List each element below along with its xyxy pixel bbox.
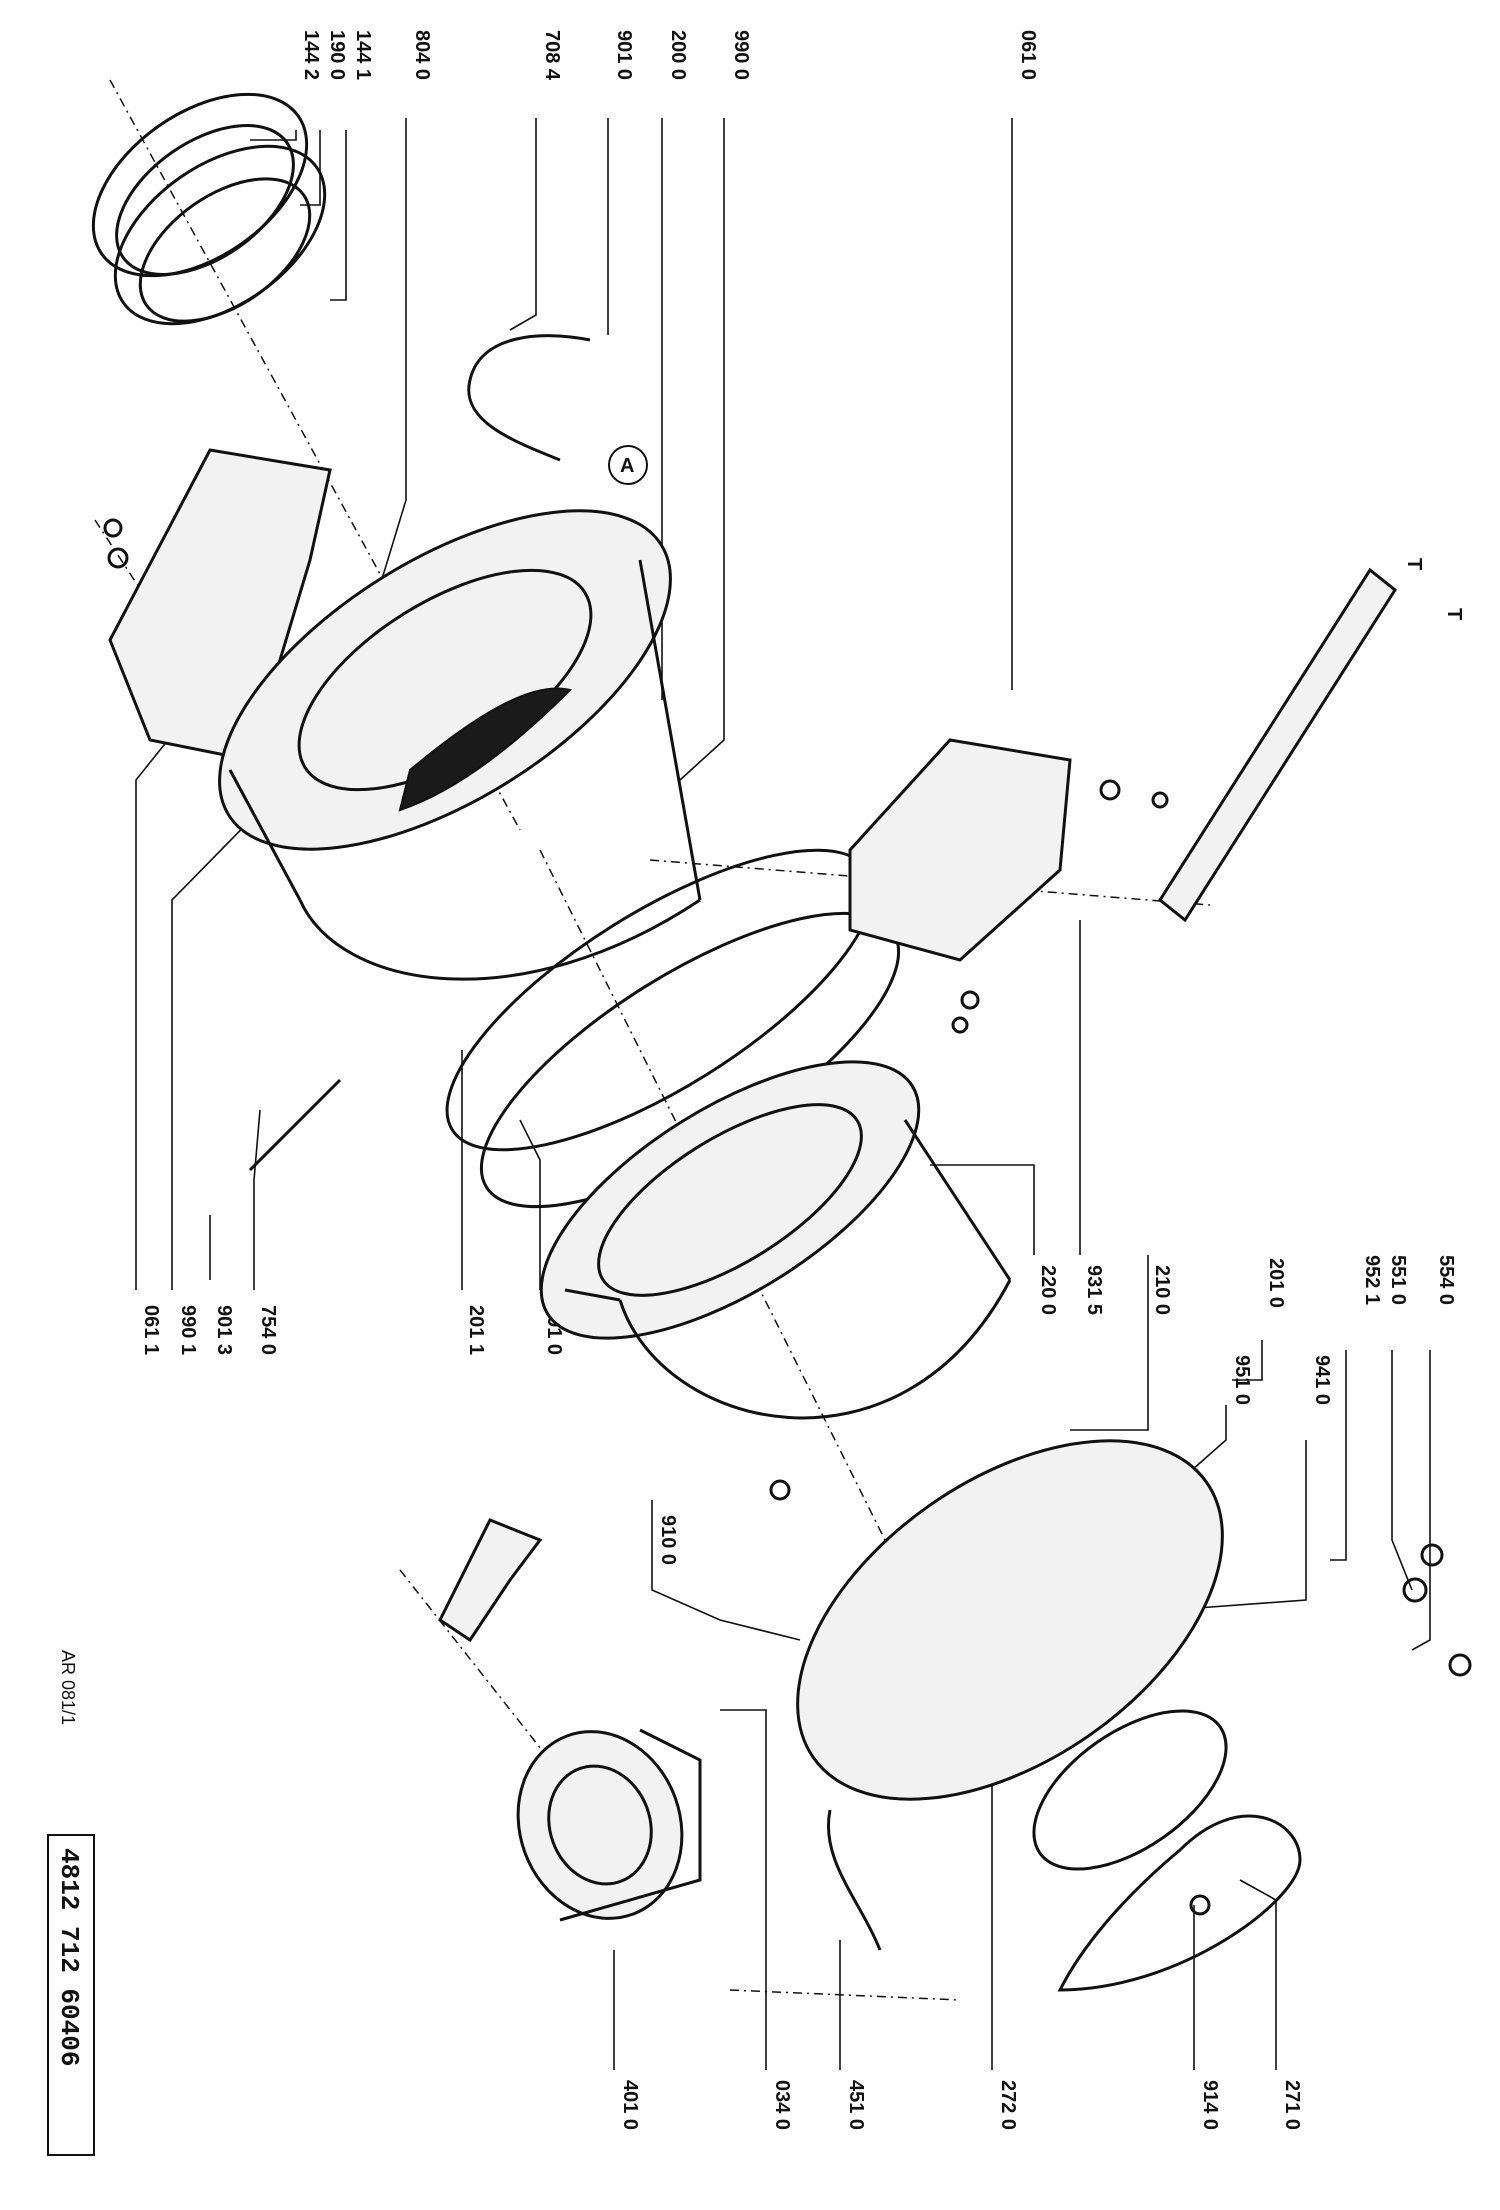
shock-absorber [248,1078,342,1172]
part-number: 4812 712 60406 [54,1848,84,2066]
drum-pulley [1032,1709,1228,1871]
motor-bracket [438,1518,543,1643]
label-210-0: 210 0 [1151,1265,1173,1315]
label-901-3: 901 3 [213,1305,235,1355]
label-901-0: 901 0 [613,30,635,80]
label-554-0: 554 0 [1435,1255,1457,1305]
label-144-1: 144 1 [352,30,374,80]
label-754-0: 754 0 [257,1305,279,1355]
part-number-box [47,1834,95,2156]
label-220-0: 220 0 [1037,1265,1059,1315]
label-708-4: 708 4 [541,30,563,81]
marker-a: A [620,455,634,477]
inner-drum [539,1060,1012,1420]
label-551-0: 551 0 [1387,1255,1409,1305]
label-914-0: 914 0 [1199,2080,1221,2130]
label-061-0: 061 0 [1017,30,1039,80]
drain-hose [467,334,591,462]
label-190-0: 190 0 [326,30,348,80]
label-034-0: 034 0 [771,2080,793,2130]
label-451-0: 451 0 [845,2080,867,2130]
mounting-rail [1158,567,1397,923]
label-990-0: 990 0 [730,30,752,80]
label-200-0: 200 0 [667,30,689,80]
label-910-0: 910 0 [657,1515,679,1565]
label-144-2: 144 2 [300,30,322,80]
marker-a-circle [608,445,648,485]
label-990-1: 990 1 [177,1305,199,1355]
drive-motor [516,1728,702,1922]
fasteners [103,518,1472,1916]
label-941-0: 941 0 [1311,1355,1333,1405]
label-061-1: 061 1 [140,1305,162,1355]
outer-tub [218,509,702,981]
label-804-0: 804 0 [411,30,433,80]
door-gasket-ring [91,92,327,326]
label-952-1: 952 1 [1361,1255,1383,1305]
label-401-0: 401 0 [619,2080,641,2130]
rear-tub-cover [796,1439,1224,1801]
label-931-5: 931 5 [1083,1265,1105,1315]
marker-t1: T [1403,558,1425,570]
label-271-0: 271 0 [1281,2080,1303,2130]
label-201-0: 201 0 [1265,1258,1287,1308]
drive-belt [1057,1814,1302,1992]
marker-t2: T [1443,608,1465,620]
heating-element [827,1809,882,1951]
label-201-1: 201 1 [465,1305,487,1355]
counterweight-front [108,448,332,762]
label-272-0: 272 0 [997,2080,1019,2130]
rear-counterweight [848,738,1072,962]
doc-ref: AR 081/1 [58,1650,78,1725]
